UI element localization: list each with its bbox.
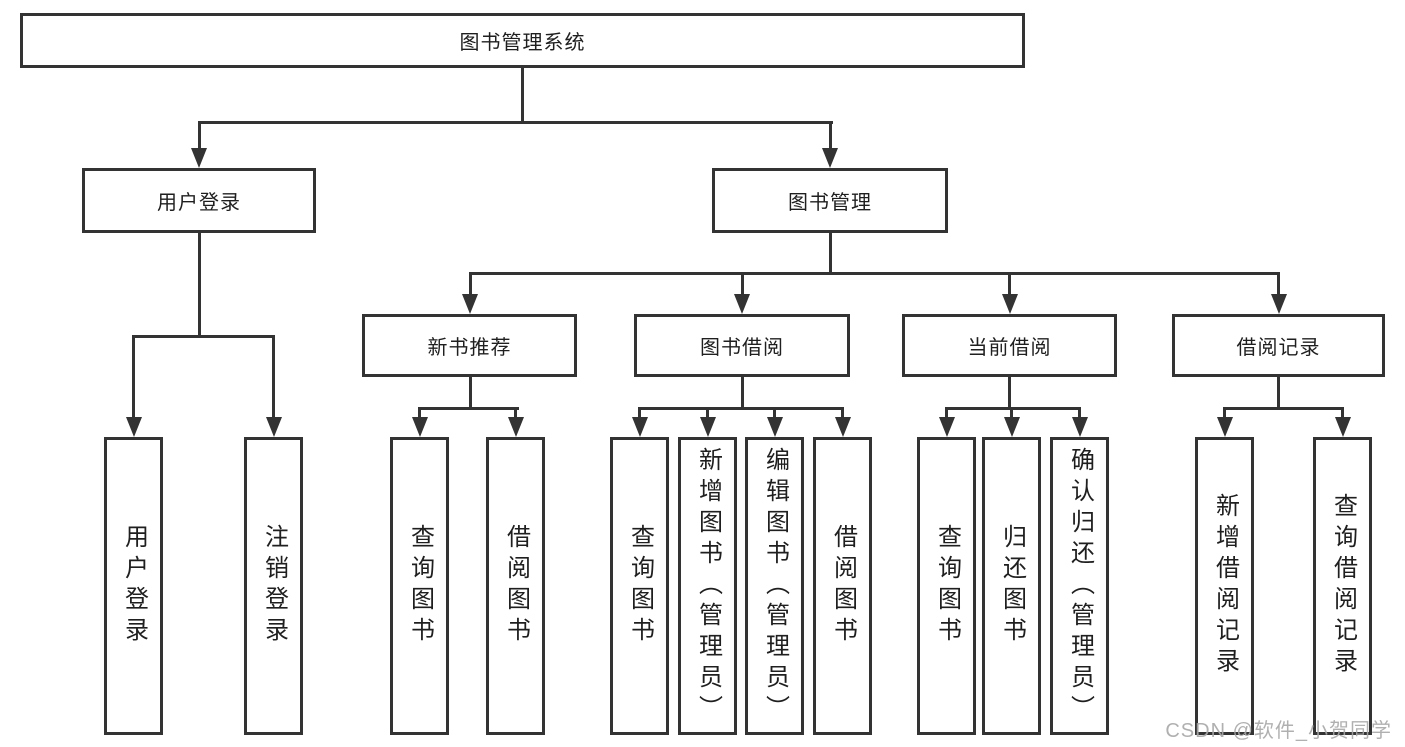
arrowhead-down-icon <box>462 294 478 314</box>
connector-bus <box>418 407 519 410</box>
leaf-nbr-query-books-label: 查询图书 <box>406 524 434 648</box>
node-user-login-label: 用户登录 <box>157 192 241 214</box>
arrowhead-down-icon <box>191 148 207 168</box>
leaf-bb-borrow-books-label: 借阅图书 <box>829 524 857 648</box>
leaf-logout-login: 注销登录 <box>244 437 303 735</box>
arrowhead-down-icon <box>1270 294 1287 314</box>
arrowhead-down-icon <box>1003 417 1020 437</box>
connector-drop <box>1010 407 1013 419</box>
leaf-br-query-record: 查询借阅记录 <box>1313 437 1372 735</box>
node-book-borrow: 图书借阅 <box>634 314 850 377</box>
arrowhead-down-icon <box>734 294 750 314</box>
arrowhead-down-icon <box>699 417 716 437</box>
node-current-borrow-label: 当前借阅 <box>967 337 1052 359</box>
leaf-nbr-borrow-books-label: 借阅图书 <box>502 524 530 648</box>
node-library-system: 图书管理系统 <box>20 13 1025 68</box>
leaf-bb-edit-books-admin: 编辑图书（管理员） <box>745 437 804 735</box>
connector-drop <box>132 335 135 419</box>
leaf-bb-add-books-admin-label: 新增图书（管理员） <box>694 446 722 726</box>
connector-drop <box>1277 272 1280 296</box>
connector-bus <box>1223 407 1344 410</box>
leaf-cb-confirm-return-admin: 确认归还（管理员） <box>1050 437 1109 735</box>
arrowhead-down-icon <box>822 148 838 168</box>
node-new-book-recommend: 新书推荐 <box>362 314 577 377</box>
connector-vline <box>1008 377 1011 410</box>
connector-drop <box>197 121 201 152</box>
leaf-br-query-record-label: 查询借阅记录 <box>1329 493 1357 679</box>
arrowhead-down-icon <box>1071 417 1088 437</box>
connector-drop <box>272 335 275 419</box>
leaf-nbr-borrow-books: 借阅图书 <box>486 437 545 735</box>
arrowhead-down-icon <box>834 417 851 437</box>
leaf-cb-confirm-return-admin-label: 确认归还（管理员） <box>1066 446 1094 726</box>
connector-drop <box>468 272 472 296</box>
node-book-management: 图书管理 <box>712 168 948 233</box>
csdn-watermark: CSDN @软件_小贺同学 <box>1165 720 1392 742</box>
arrowhead-down-icon <box>411 417 428 437</box>
connector-drop <box>638 407 641 419</box>
connector-drop <box>514 407 517 419</box>
connector-drop <box>740 272 744 296</box>
connector-vline <box>1277 377 1280 410</box>
leaf-bb-query-books: 查询图书 <box>610 437 669 735</box>
leaf-cb-return-books-label: 归还图书 <box>998 524 1026 648</box>
connector-bus <box>945 407 1081 410</box>
node-library-system-label: 图书管理系统 <box>459 32 586 54</box>
leaf-bb-add-books-admin: 新增图书（管理员） <box>678 437 737 735</box>
connector-vline <box>740 377 744 410</box>
node-borrow-records-label: 借阅记录 <box>1236 337 1321 359</box>
node-new-book-recommend-label: 新书推荐 <box>427 337 512 359</box>
arrowhead-down-icon <box>1334 417 1351 437</box>
connector-vline <box>197 233 201 338</box>
node-borrow-records: 借阅记录 <box>1172 314 1385 377</box>
arrowhead-down-icon <box>631 417 648 437</box>
arrowhead-down-icon <box>265 417 282 437</box>
connector-drop <box>945 407 948 419</box>
arrowhead-down-icon <box>507 417 524 437</box>
connector-vline <box>828 233 832 275</box>
node-book-borrow-label: 图书借阅 <box>700 337 784 359</box>
node-current-borrow: 当前借阅 <box>902 314 1117 377</box>
connector-drop <box>828 121 832 152</box>
connector-vline <box>468 377 472 410</box>
arrowhead-down-icon <box>125 417 142 437</box>
connector-bus <box>638 407 844 410</box>
leaf-bb-query-books-label: 查询图书 <box>626 524 654 648</box>
arrowhead-down-icon <box>938 417 955 437</box>
connector-drop <box>1341 407 1344 419</box>
leaf-bb-edit-books-admin-label: 编辑图书（管理员） <box>761 446 789 726</box>
leaf-user-login-label: 用户登录 <box>120 524 148 648</box>
connector-bus <box>132 335 275 338</box>
leaf-user-login: 用户登录 <box>104 437 163 735</box>
leaf-cb-query-books: 查询图书 <box>917 437 976 735</box>
leaf-cb-return-books: 归还图书 <box>982 437 1041 735</box>
arrowhead-down-icon <box>1216 417 1233 437</box>
connector-drop <box>1008 272 1011 296</box>
connector-drop <box>418 407 421 419</box>
connector-drop <box>773 407 776 419</box>
arrowhead-down-icon <box>766 417 783 437</box>
node-user-login: 用户登录 <box>82 168 316 233</box>
node-book-management-label: 图书管理 <box>788 192 872 214</box>
connector-drop <box>841 407 844 419</box>
connector-drop <box>1223 407 1226 419</box>
leaf-cb-query-books-label: 查询图书 <box>933 524 961 648</box>
leaf-br-add-record: 新增借阅记录 <box>1195 437 1254 735</box>
connector-vline <box>520 68 524 124</box>
leaf-logout-login-label: 注销登录 <box>260 524 288 648</box>
connector-drop <box>1078 407 1081 419</box>
connector-bus <box>197 121 833 124</box>
leaf-bb-borrow-books: 借阅图书 <box>813 437 872 735</box>
leaf-nbr-query-books: 查询图书 <box>390 437 449 735</box>
arrowhead-down-icon <box>1001 294 1018 314</box>
leaf-br-add-record-label: 新增借阅记录 <box>1211 493 1239 679</box>
connector-bus <box>468 272 1280 275</box>
connector-drop <box>706 407 709 419</box>
